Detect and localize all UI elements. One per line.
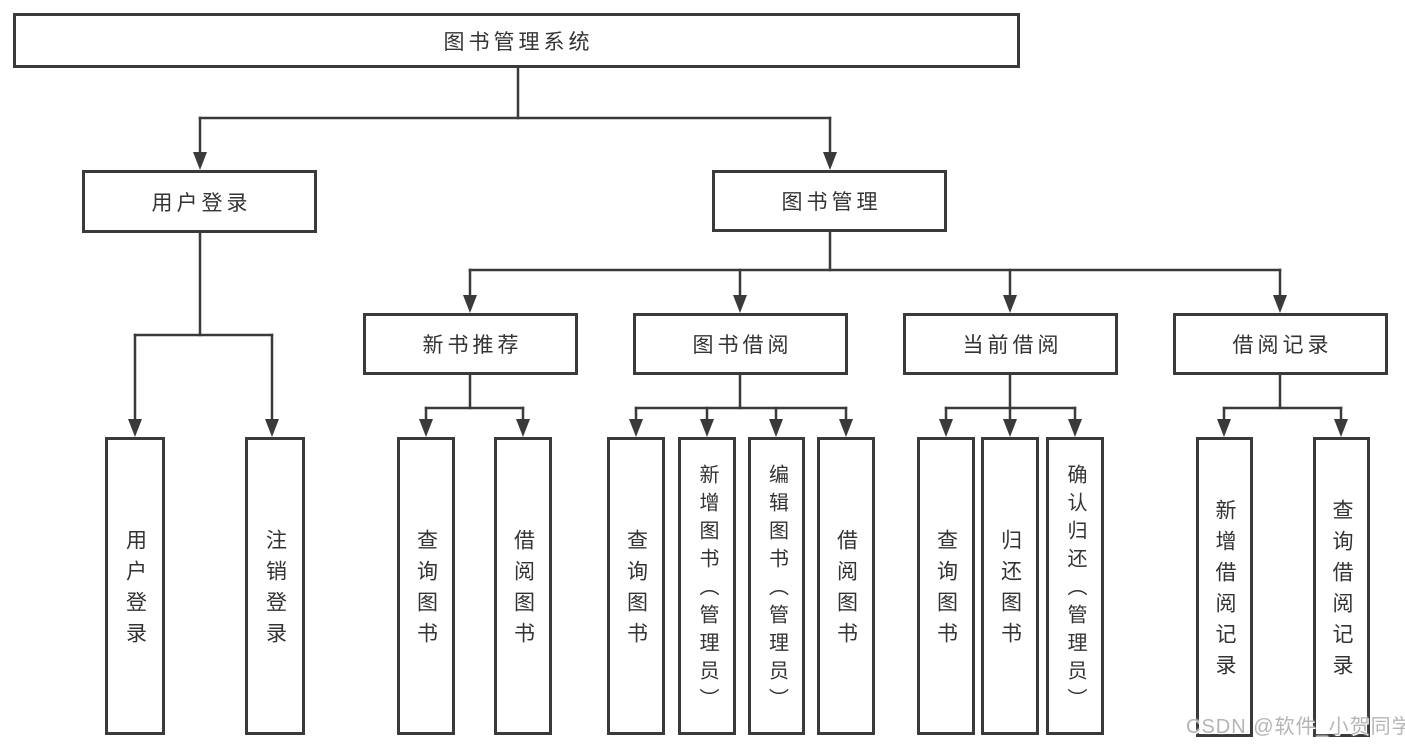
node-label: 注销登录 <box>263 529 287 653</box>
node-book-borrow: 图书借阅 <box>633 313 848 375</box>
leaf-user-login: 用户登录 <box>105 437 165 735</box>
node-book-management-branch: 图书管理 <box>712 170 947 232</box>
node-label: 查询图书 <box>624 529 648 653</box>
leaf-cb-confirm-return-admin: 确认归还（管理员） <box>1046 437 1104 735</box>
node-label: 借阅图书 <box>511 529 535 653</box>
node-library-management-system: 图书管理系统 <box>13 13 1020 68</box>
node-label: 确认归还（管理员） <box>1064 464 1086 716</box>
leaf-cb-query-books: 查询图书 <box>917 437 975 735</box>
node-label: 图书管理 <box>781 191 882 214</box>
node-label: 新增借阅记录 <box>1213 499 1236 685</box>
node-current-borrow: 当前借阅 <box>903 313 1118 375</box>
leaf-nb-query-books: 查询图书 <box>397 437 455 735</box>
leaf-bb-query-books: 查询图书 <box>607 437 665 735</box>
leaf-bb-edit-books-admin: 编辑图书（管理员） <box>748 437 805 735</box>
node-label: 图书管理系统 <box>443 30 594 54</box>
leaf-br-add-record: 新增借阅记录 <box>1196 437 1253 737</box>
node-label: 借阅记录 <box>1232 334 1333 357</box>
node-label: 归还图书 <box>998 529 1022 653</box>
node-label: 查询借阅记录 <box>1330 499 1353 685</box>
node-new-book-recommend: 新书推荐 <box>363 313 578 375</box>
node-label: 编辑图书（管理员） <box>765 464 788 716</box>
node-label: 查询图书 <box>414 529 438 653</box>
node-label: 当前借阅 <box>962 334 1063 357</box>
leaf-cb-return-books: 归还图书 <box>981 437 1039 735</box>
leaf-logout: 注销登录 <box>245 437 305 735</box>
leaf-bb-borrow-books: 借阅图书 <box>817 437 875 735</box>
node-borrow-records: 借阅记录 <box>1173 313 1388 375</box>
node-label: 新书推荐 <box>422 334 523 357</box>
node-label: 借阅图书 <box>834 529 858 653</box>
node-label: 用户登录 <box>123 529 147 653</box>
node-label: 查询图书 <box>934 529 958 653</box>
node-user-login-branch: 用户登录 <box>82 170 317 233</box>
node-label: 新增图书（管理员） <box>696 464 718 716</box>
csdn-watermark: CSDN @软件_小贺同学 <box>1186 716 1405 738</box>
leaf-nb-borrow-books: 借阅图书 <box>494 437 552 735</box>
leaf-br-query-record: 查询借阅记录 <box>1313 437 1370 737</box>
node-label: 用户登录 <box>151 191 252 215</box>
leaf-bb-add-books-admin: 新增图书（管理员） <box>678 437 736 735</box>
node-label: 图书借阅 <box>692 334 793 357</box>
